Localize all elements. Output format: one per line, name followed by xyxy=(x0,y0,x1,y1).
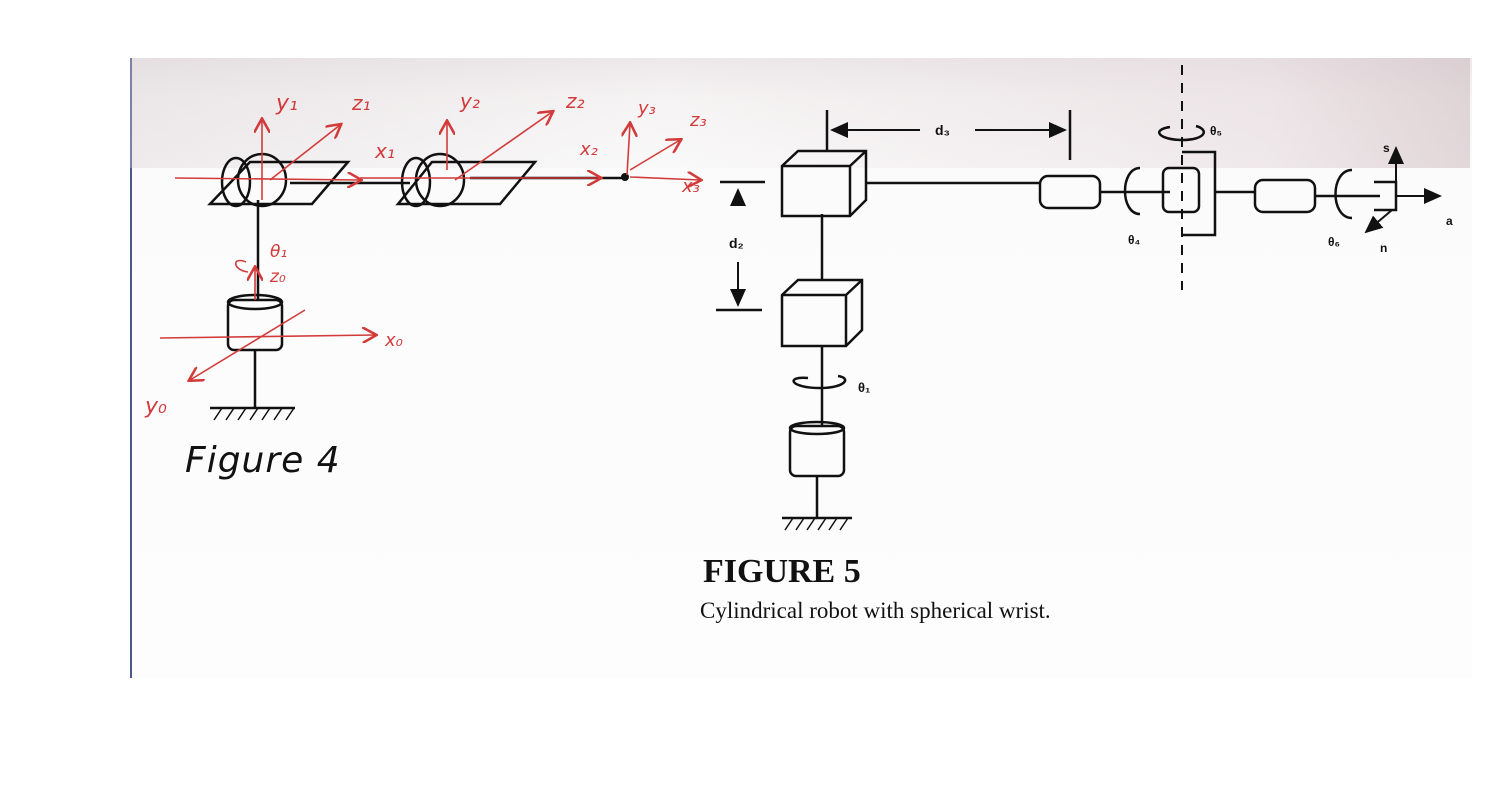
figure5-diagram: θ₁ d₂ d₃ θ₄ θ₅ θ₆ xyxy=(716,65,1453,531)
figure5-caption: Cylindrical robot with spherical wrist. xyxy=(700,598,1051,623)
fig5-prismatic-lower xyxy=(780,278,864,348)
label-d2: d₂ xyxy=(729,235,744,251)
figure5-title: FIGURE 5 xyxy=(703,553,861,590)
figure4-diagram: y₁ z₁ x₁ y₂ z₂ x₂ y₃ z₃ x₃ θ₁ z₀ x₀ y₀ xyxy=(144,89,707,421)
fig4-ground-hatch xyxy=(213,407,295,421)
fig4-plane2 xyxy=(395,160,538,206)
label-f5-theta1: θ₁ xyxy=(858,380,870,395)
label-d3: d₃ xyxy=(935,122,950,138)
label-z2: z₂ xyxy=(565,89,585,113)
label-y3: y₃ xyxy=(637,98,656,119)
fig5-ground-hatch xyxy=(784,517,849,531)
fig4-plane1 xyxy=(207,160,351,206)
label-x2: x₂ xyxy=(579,139,598,160)
photo-shading xyxy=(130,58,1470,168)
label-theta1: θ₁ xyxy=(270,242,287,262)
fig5-wrist-link1 xyxy=(1038,174,1102,210)
label-x0: x₀ xyxy=(384,330,403,351)
label-theta4: θ₄ xyxy=(1128,233,1140,247)
label-a: a xyxy=(1446,214,1453,228)
fig5-wrist-joint5 xyxy=(1161,166,1201,214)
fig5-wrist-link2 xyxy=(1253,178,1317,214)
label-x3: x₃ xyxy=(681,176,700,197)
label-n: n xyxy=(1380,241,1387,255)
figure4-caption: Figure 4 xyxy=(185,440,341,481)
fig4-frame-annotations xyxy=(159,112,700,380)
label-z0: z₀ xyxy=(269,267,286,287)
label-z1: z₁ xyxy=(351,91,371,115)
label-z3: z₃ xyxy=(689,110,707,131)
label-y2: y₂ xyxy=(459,89,480,113)
label-s: s xyxy=(1383,141,1390,155)
fig5-base-joint xyxy=(788,424,846,478)
label-y0: y₀ xyxy=(144,394,167,419)
fig5-prismatic-upper xyxy=(780,149,868,218)
label-x1: x₁ xyxy=(374,139,395,163)
label-theta5: θ₅ xyxy=(1210,124,1222,138)
label-y1: y₁ xyxy=(275,91,298,116)
label-theta6: θ₆ xyxy=(1328,235,1340,249)
